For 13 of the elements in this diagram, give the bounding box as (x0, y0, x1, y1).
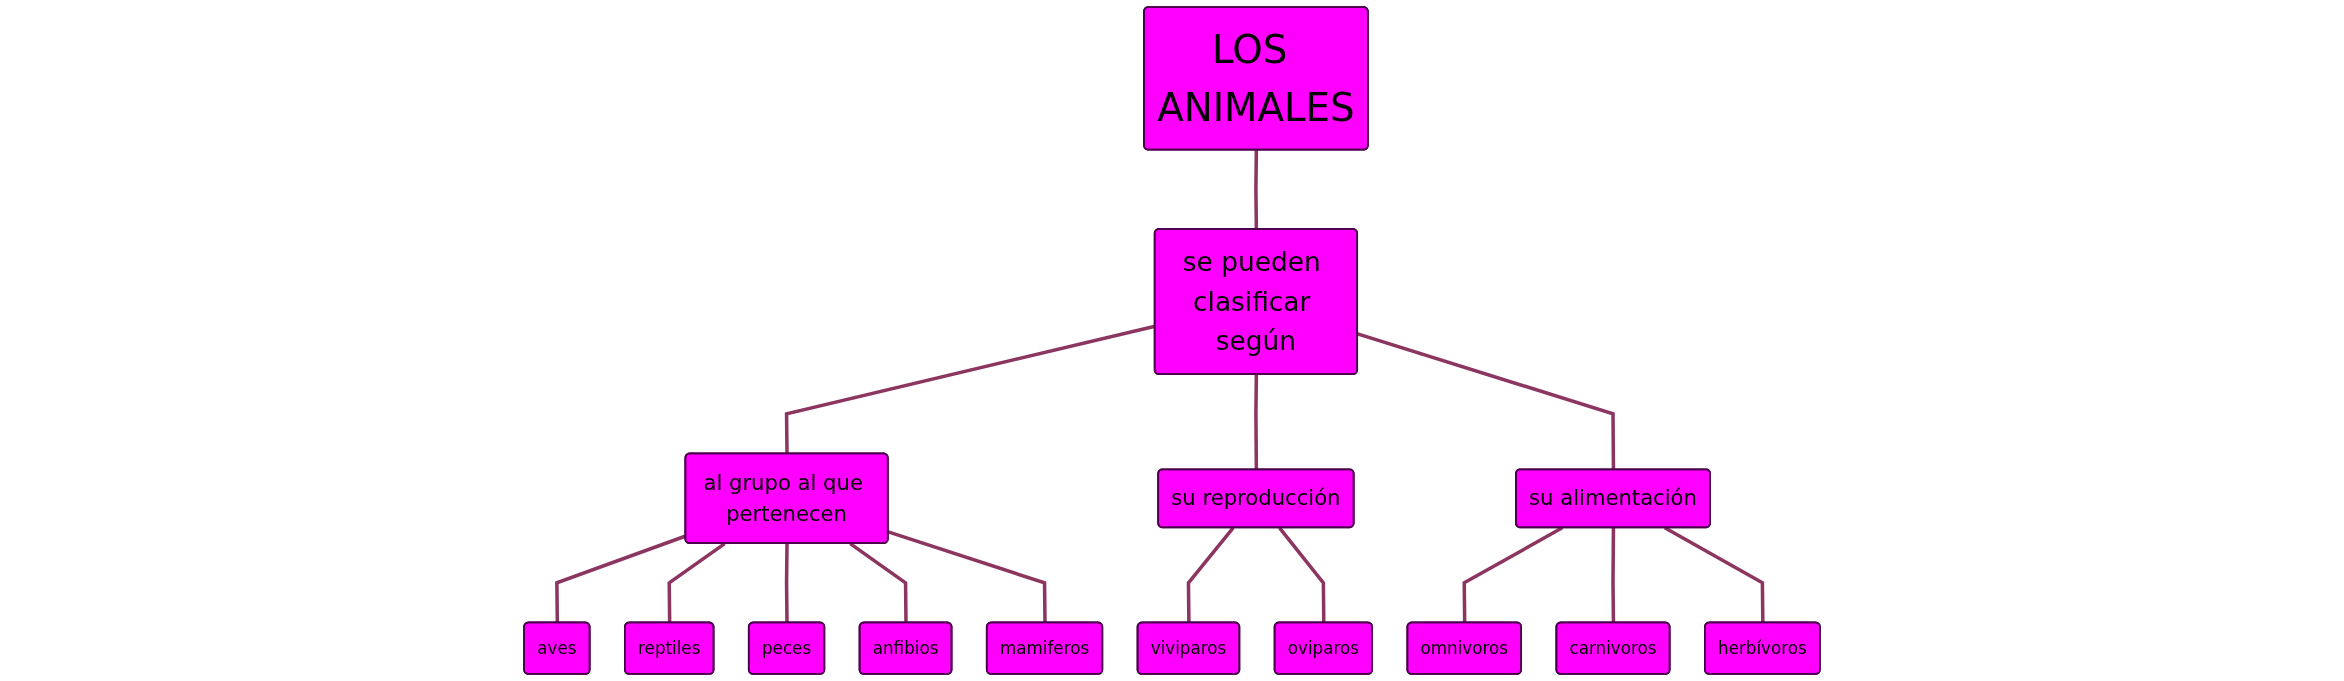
connector (1254, 374, 1259, 470)
connector (1254, 150, 1259, 230)
connector (1186, 526, 1235, 623)
connector (1611, 527, 1616, 623)
connector (667, 542, 726, 623)
connector (1357, 332, 1616, 470)
connector (1462, 526, 1564, 623)
connector (555, 534, 687, 623)
connector (784, 543, 789, 623)
connector (1278, 526, 1326, 623)
connector (887, 530, 1047, 623)
connector (1663, 526, 1765, 623)
connector (849, 542, 908, 623)
